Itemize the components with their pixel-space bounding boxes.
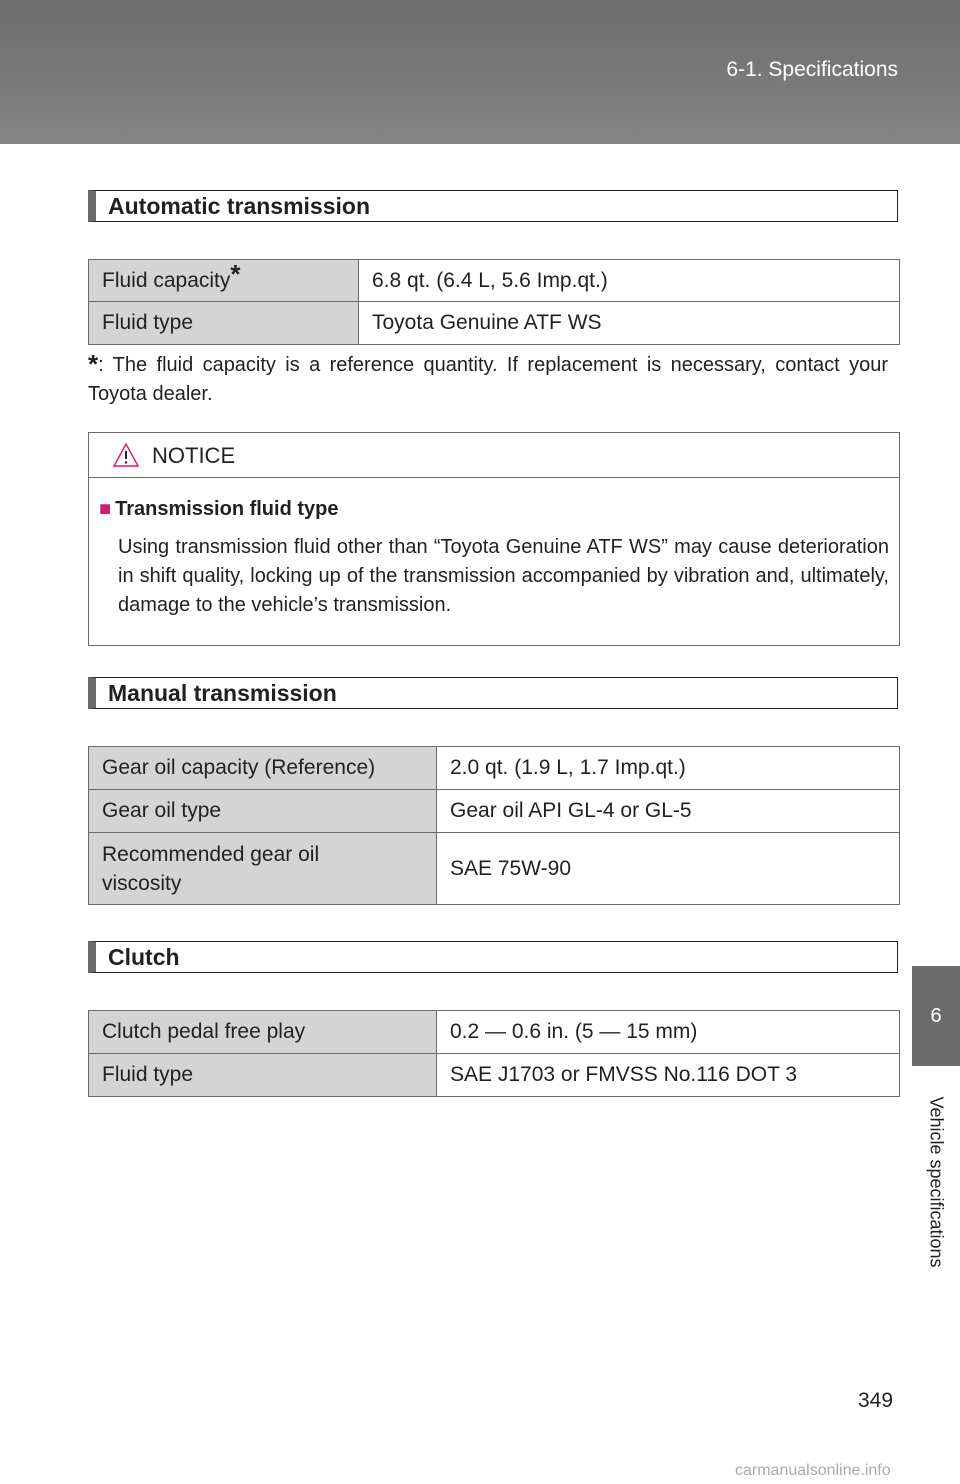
spec-value: SAE 75W-90	[436, 832, 900, 905]
table-row: Gear oil type Gear oil API GL-4 or GL-5	[88, 789, 900, 833]
notice-subheading-text: Transmission fluid type	[115, 498, 339, 520]
spec-label: Gear oil type	[88, 789, 437, 833]
automatic-spec-table: Fluid capacity* 6.8 qt. (6.4 L, 5.6 Imp.…	[88, 259, 900, 345]
chapter-tab-number: 6	[912, 966, 960, 1066]
spec-value: 0.2 — 0.6 in. (5 — 15 mm)	[436, 1010, 900, 1054]
header-title: 6-1. Specifications	[726, 58, 898, 81]
notice-title: NOTICE	[152, 443, 236, 468]
page-number: 349	[858, 1389, 894, 1412]
footnote-text: : The fluid capacity is a reference quan…	[88, 354, 888, 405]
section-heading-clutch: Clutch	[88, 941, 898, 973]
notice-header: NOTICE	[89, 433, 899, 478]
watermark: carmanualsonline.info	[735, 1462, 891, 1479]
warning-triangle-icon	[112, 442, 140, 472]
notice-box: NOTICE ■Transmission fluid type Using tr…	[88, 432, 900, 646]
spec-value: SAE J1703 or FMVSS No.116 DOT 3	[436, 1053, 900, 1097]
footnote-marker: *	[230, 258, 241, 289]
spec-label: Clutch pedal free play	[88, 1010, 437, 1054]
spec-label: Fluid capacity*	[88, 258, 359, 302]
table-row: Fluid capacity* 6.8 qt. (6.4 L, 5.6 Imp.…	[88, 258, 900, 302]
table-row: Clutch pedal free play 0.2 — 0.6 in. (5 …	[88, 1010, 900, 1054]
section-heading-manual: Manual transmission	[88, 677, 898, 709]
page-header: 6-1. Specifications	[0, 0, 960, 144]
spec-label: Fluid type	[88, 1053, 437, 1097]
table-row: Gear oil capacity (Reference) 2.0 qt. (1…	[88, 746, 900, 790]
spec-label: Gear oil capacity (Reference)	[88, 746, 437, 790]
notice-body: Using transmission fluid other than “Toy…	[118, 536, 889, 616]
spec-value: Gear oil API GL-4 or GL-5	[436, 789, 900, 833]
notice-subheading: ■Transmission fluid type	[99, 498, 338, 521]
chapter-tab: Vehicle specifications	[912, 1066, 960, 1298]
table-row: Recommended gear oil viscosity SAE 75W-9…	[88, 832, 900, 905]
spec-value: Toyota Genuine ATF WS	[358, 301, 900, 345]
square-bullet-icon: ■	[99, 498, 112, 520]
table-row: Fluid type Toyota Genuine ATF WS	[88, 301, 900, 345]
chapter-tab-label: Vehicle specifications	[926, 1096, 947, 1268]
spec-value: 2.0 qt. (1.9 L, 1.7 Imp.qt.)	[436, 746, 900, 790]
manual-spec-table: Gear oil capacity (Reference) 2.0 qt. (1…	[88, 746, 900, 905]
spec-label: Recommended gear oil viscosity	[88, 832, 437, 905]
clutch-spec-table: Clutch pedal free play 0.2 — 0.6 in. (5 …	[88, 1010, 900, 1097]
footnote: *: The fluid capacity is a reference qua…	[88, 350, 888, 409]
section-heading-automatic: Automatic transmission	[88, 190, 898, 222]
table-row: Fluid type SAE J1703 or FMVSS No.116 DOT…	[88, 1053, 900, 1097]
spec-label: Fluid type	[88, 301, 359, 345]
footnote-star: *	[88, 349, 99, 379]
spec-value: 6.8 qt. (6.4 L, 5.6 Imp.qt.)	[358, 259, 900, 302]
